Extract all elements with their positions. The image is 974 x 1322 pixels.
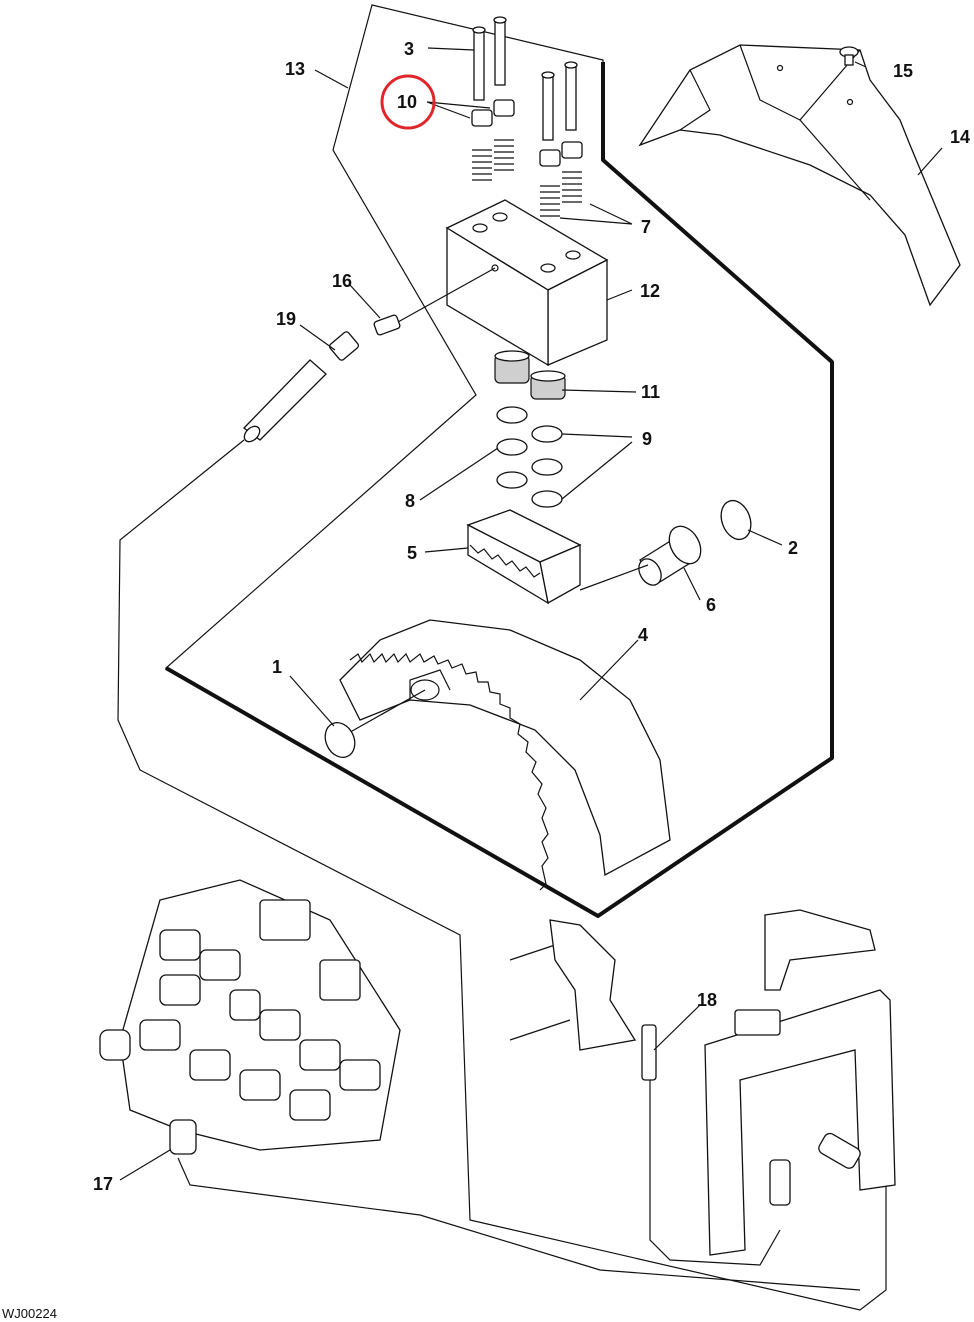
callout-17: 17 bbox=[93, 1174, 113, 1194]
fitting-connector-line bbox=[397, 267, 496, 323]
hose-routing-line-bottom bbox=[177, 1157, 861, 1291]
fitting-part-16 bbox=[373, 314, 401, 336]
callout-9: 9 bbox=[642, 429, 652, 449]
callout-16: 16 bbox=[332, 271, 352, 291]
callout-7: 7 bbox=[641, 217, 651, 237]
o-ring-part-1 bbox=[324, 721, 356, 759]
callout-19: 19 bbox=[276, 309, 296, 329]
hose-routing-line-left bbox=[117, 439, 887, 1311]
callout-6: 6 bbox=[706, 595, 716, 615]
gear-axis-line bbox=[344, 689, 426, 736]
callout-4: 4 bbox=[638, 625, 648, 645]
rack-part-5 bbox=[466, 509, 582, 605]
springs-part-7 bbox=[472, 139, 582, 217]
valve-housing-part-12 bbox=[445, 199, 609, 367]
hose-part-19 bbox=[243, 331, 360, 443]
figure-id: WJ00224 bbox=[2, 1306, 57, 1321]
cover-part-14 bbox=[638, 44, 961, 307]
callout-1: 1 bbox=[272, 657, 282, 677]
snap-ring-part-2 bbox=[720, 499, 752, 541]
bolts-part-3 bbox=[472, 16, 578, 141]
callout-14: 14 bbox=[950, 127, 970, 147]
callout-15: 15 bbox=[893, 61, 913, 81]
o-rings-part-8-9 bbox=[496, 406, 563, 508]
hose-routing-line-right bbox=[649, 1080, 781, 1266]
highlight-circle bbox=[380, 74, 436, 130]
detail-region-outline bbox=[164, 4, 833, 917]
leader-lines bbox=[119, 47, 943, 1181]
callout-8: 8 bbox=[405, 491, 415, 511]
callout-13: 13 bbox=[285, 59, 305, 79]
frame-switch-part-18 bbox=[509, 909, 896, 1256]
bolt-part-15 bbox=[839, 46, 859, 66]
caps-part-10 bbox=[471, 99, 583, 167]
callout-3: 3 bbox=[404, 39, 414, 59]
callout-5: 5 bbox=[407, 543, 417, 563]
piston-part-6 bbox=[638, 525, 702, 586]
control-valve-assembly-part-17 bbox=[99, 879, 401, 1155]
plugs-part-11 bbox=[494, 350, 566, 400]
detail-region-heavy-outline bbox=[165, 62, 834, 918]
callout-12: 12 bbox=[640, 281, 660, 301]
swing-gear-part-4 bbox=[339, 619, 671, 891]
piston-axis-line bbox=[579, 564, 649, 591]
callout-18: 18 bbox=[697, 990, 717, 1010]
callout-10: 10 bbox=[397, 92, 417, 112]
callout-2: 2 bbox=[788, 538, 798, 558]
callout-11: 11 bbox=[641, 382, 660, 402]
